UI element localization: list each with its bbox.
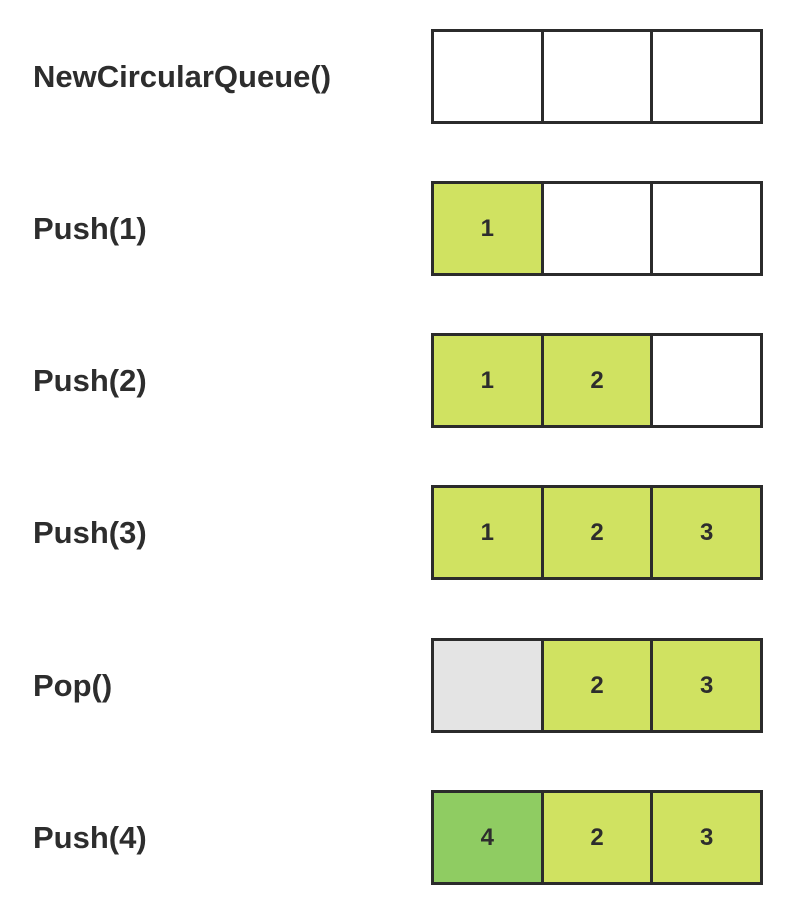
operation-row: Pop() 2 3: [0, 638, 786, 733]
queue-cell: [650, 336, 761, 425]
queue-cell: 3: [650, 641, 761, 730]
operation-label: Push(3): [33, 514, 147, 550]
queue-cell: 2: [540, 488, 651, 577]
queue-cell: 2: [540, 793, 651, 882]
operation-label: Pop(): [33, 667, 113, 703]
operation-row: Push(1) 1: [0, 181, 786, 276]
operation-label: NewCircularQueue(): [33, 58, 332, 94]
queue-cell: 2: [540, 641, 651, 730]
operation-row: Push(2) 1 2: [0, 333, 786, 428]
operation-row: Push(4) 4 2 3: [0, 790, 786, 885]
queue-boxes: 1: [431, 181, 763, 276]
queue-boxes: 4 2 3: [431, 790, 763, 885]
queue-cell: [650, 32, 761, 121]
queue-cell: [540, 32, 651, 121]
queue-cell: 4: [434, 793, 541, 882]
operation-label: Push(4): [33, 819, 147, 855]
operation-label: Push(2): [33, 362, 147, 398]
operation-row: Push(3) 1 2 3: [0, 485, 786, 580]
queue-cell: [650, 184, 761, 273]
queue-cell: 1: [434, 488, 541, 577]
queue-cell: 3: [650, 488, 761, 577]
queue-cell: 2: [540, 336, 651, 425]
queue-cell: 3: [650, 793, 761, 882]
operation-label: Push(1): [33, 210, 147, 246]
queue-boxes: 1 2 3: [431, 485, 763, 580]
queue-cell: [434, 641, 541, 730]
queue-cell: [434, 32, 541, 121]
queue-boxes: 2 3: [431, 638, 763, 733]
queue-boxes: 1 2: [431, 333, 763, 428]
operation-row: NewCircularQueue(): [0, 29, 786, 124]
queue-cell: 1: [434, 336, 541, 425]
queue-cell: [540, 184, 651, 273]
queue-boxes: [431, 29, 763, 124]
queue-cell: 1: [434, 184, 541, 273]
